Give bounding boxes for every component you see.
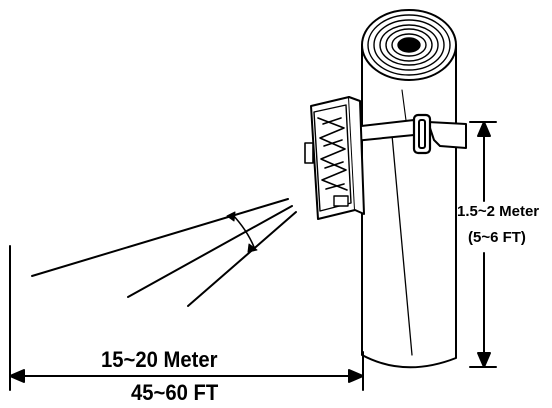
detection-range-lines <box>31 198 297 307</box>
tree-rings-icon <box>367 14 451 76</box>
detection-distance-meters-label: 15~20 Meter <box>101 347 218 372</box>
distance-dimension-line <box>9 245 364 391</box>
height-dimension-line <box>469 121 497 368</box>
detection-distance-feet-label: 45~60 FT <box>131 380 219 405</box>
trail-camera-icon <box>304 96 365 220</box>
strap-buckle-icon <box>412 113 432 155</box>
mount-height-feet-label: (5~6 FT) <box>468 229 526 246</box>
mount-height-meters-label: 1.5~2 Meter <box>457 203 540 220</box>
camera-grille-icon <box>317 117 348 191</box>
tree-trunk-icon <box>361 9 457 369</box>
